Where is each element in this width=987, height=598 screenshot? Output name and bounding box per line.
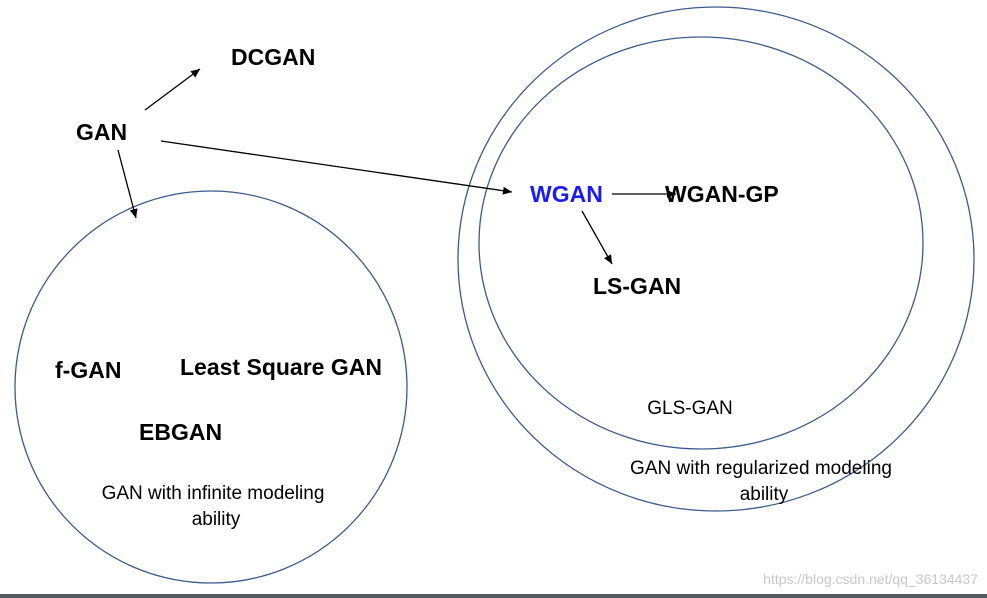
- node-dcgan: DCGAN: [231, 44, 315, 70]
- arrow-gan-to-wgan: [160, 140, 513, 195]
- label-infinite-line2: ability: [192, 509, 241, 530]
- arrow-gan-to-circle: [117, 149, 138, 219]
- node-ebgan: EBGAN: [139, 419, 222, 445]
- node-wgan-gp: WGAN-GP: [665, 181, 779, 207]
- label-gls-gan: GLS-GAN: [647, 398, 733, 419]
- node-ls-gan: LS-GAN: [593, 273, 681, 299]
- node-wgan: WGAN: [530, 181, 603, 207]
- watermark-url: https://blog.csdn.net/qq_36134437: [763, 571, 978, 587]
- label-regularized-line2: ability: [740, 484, 789, 505]
- gls-gan-circle: [478, 36, 924, 450]
- node-gan: GAN: [76, 119, 127, 145]
- infinite-modeling-circle: [14, 190, 408, 584]
- node-f-gan: f-GAN: [55, 357, 121, 383]
- label-regularized-line1: GAN with regularized modeling: [630, 458, 892, 479]
- regularized-modeling-circle: [457, 6, 975, 512]
- arrow-wgan-to-ls-gan: [581, 210, 613, 265]
- arrow-gan-to-dcgan: [144, 68, 201, 111]
- node-least-square-gan: Least Square GAN: [180, 354, 382, 380]
- label-infinite-line1: GAN with infinite modeling: [102, 483, 325, 504]
- bottom-bar: [0, 594, 987, 598]
